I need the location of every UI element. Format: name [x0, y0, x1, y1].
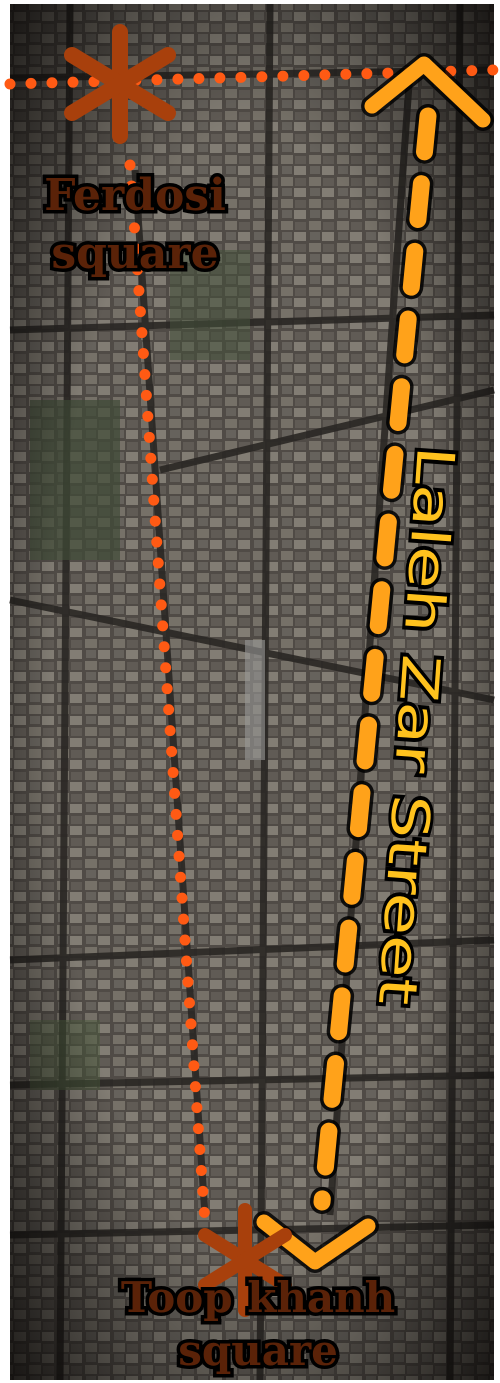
toop-khanh-square-label: Toop khanh square [117, 1270, 398, 1379]
laleh-zar-street-line [310, 104, 440, 1214]
toop-khanh-label-line1: Toop khanh [121, 1273, 395, 1322]
ferdosi-square-label: Ferdosi square [41, 167, 230, 283]
toop-khanh-label-line2: square [178, 1326, 338, 1375]
asterisk-icon [198, 1203, 292, 1317]
satellite-imagery [9, 3, 495, 1381]
asterisk-icon [64, 24, 176, 144]
ferdosi-label-line2: square [51, 228, 218, 279]
ferdosi-label-line1: Ferdosi [44, 170, 226, 221]
